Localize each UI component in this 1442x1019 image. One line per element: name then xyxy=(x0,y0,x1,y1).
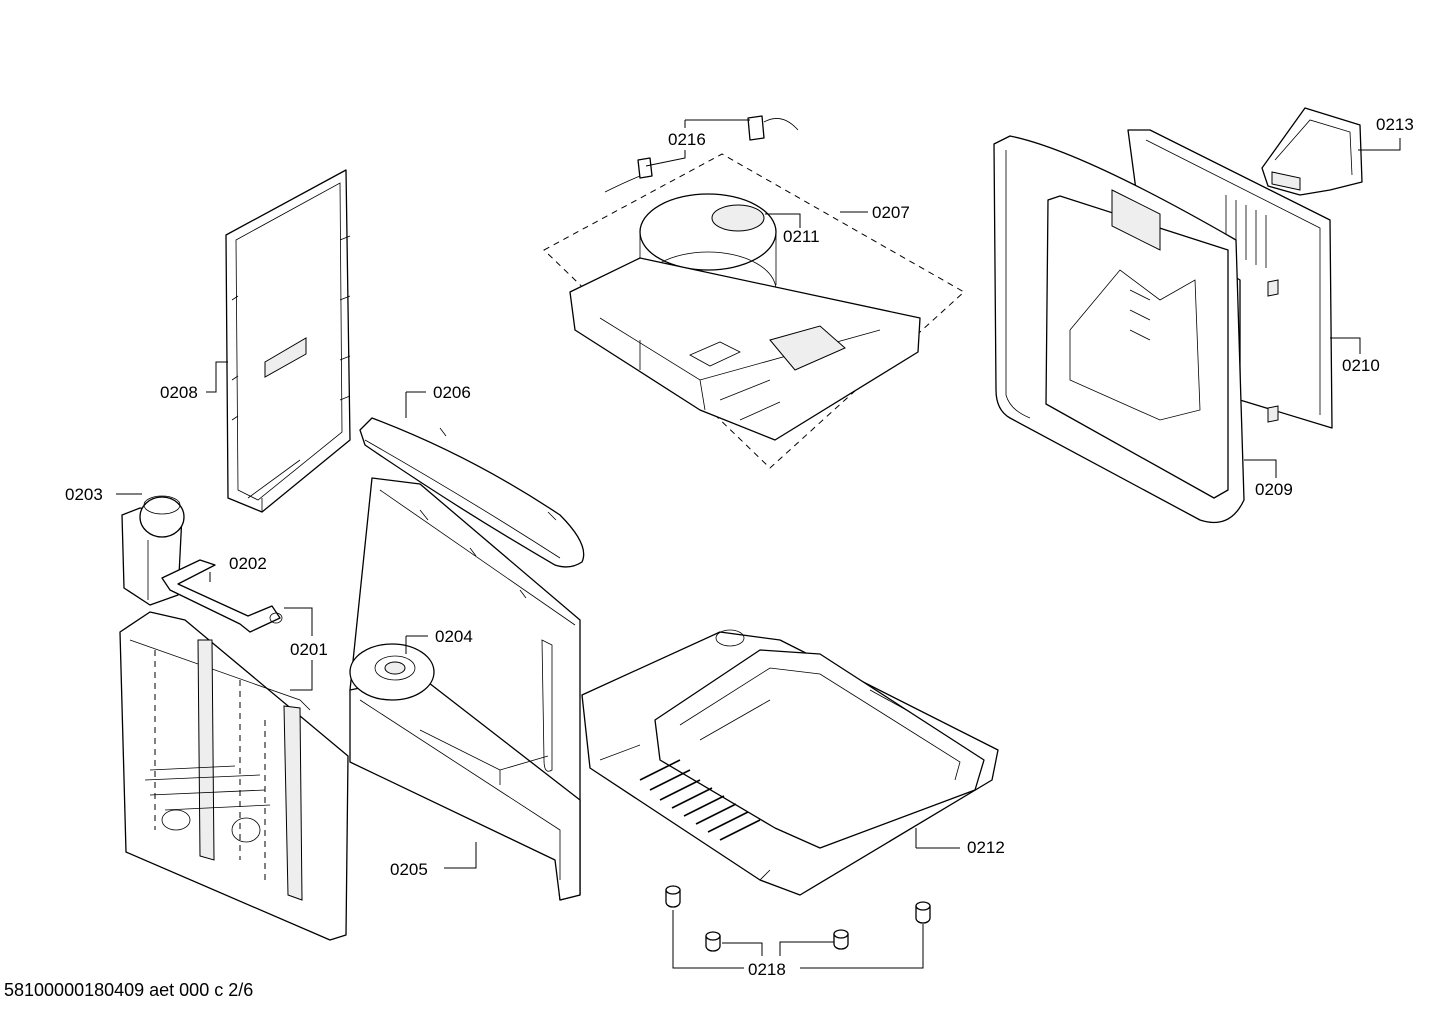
label-0205: 0205 xyxy=(390,860,428,879)
label-0212: 0212 xyxy=(967,838,1005,857)
label-0218: 0218 xyxy=(748,960,786,979)
part-0212-base-tray xyxy=(581,629,999,896)
foot-1 xyxy=(665,885,681,908)
part-0202-connector-pipe xyxy=(161,559,283,633)
part-0216-sensors xyxy=(604,115,799,193)
leader-lines xyxy=(116,119,1401,969)
label-0213: 0213 xyxy=(1376,115,1414,134)
part-labels: 0216 0211 0207 0213 0210 0209 0208 0206 … xyxy=(65,115,1414,979)
foot-2 xyxy=(705,931,721,952)
part-0213-bracket xyxy=(1261,107,1363,196)
part-0204-seal xyxy=(349,643,435,701)
label-0202: 0202 xyxy=(229,554,267,573)
part-0209-rear-panel xyxy=(993,135,1245,524)
part-0207-brew-unit-assembly xyxy=(543,153,965,469)
part-0205-housing xyxy=(349,477,581,901)
document-code: 58100000180409 aet 000 c 2/6 xyxy=(4,980,254,1000)
label-0209: 0209 xyxy=(1255,480,1293,499)
foot-4 xyxy=(915,901,931,924)
label-0210: 0210 xyxy=(1342,356,1380,375)
label-0211: 0211 xyxy=(783,227,820,246)
label-0207: 0207 xyxy=(872,203,910,222)
label-0204: 0204 xyxy=(435,627,473,646)
label-0208: 0208 xyxy=(160,383,198,402)
label-0201: 0201 xyxy=(290,640,328,659)
label-0206: 0206 xyxy=(433,383,471,402)
part-0218-feet xyxy=(665,885,931,952)
foot-3 xyxy=(833,929,849,950)
part-0208-side-panel xyxy=(225,169,351,513)
part-0201-water-tank xyxy=(119,611,349,941)
part-0206-cover-strip xyxy=(359,417,585,568)
label-0203: 0203 xyxy=(65,485,103,504)
label-0216: 0216 xyxy=(668,130,706,149)
